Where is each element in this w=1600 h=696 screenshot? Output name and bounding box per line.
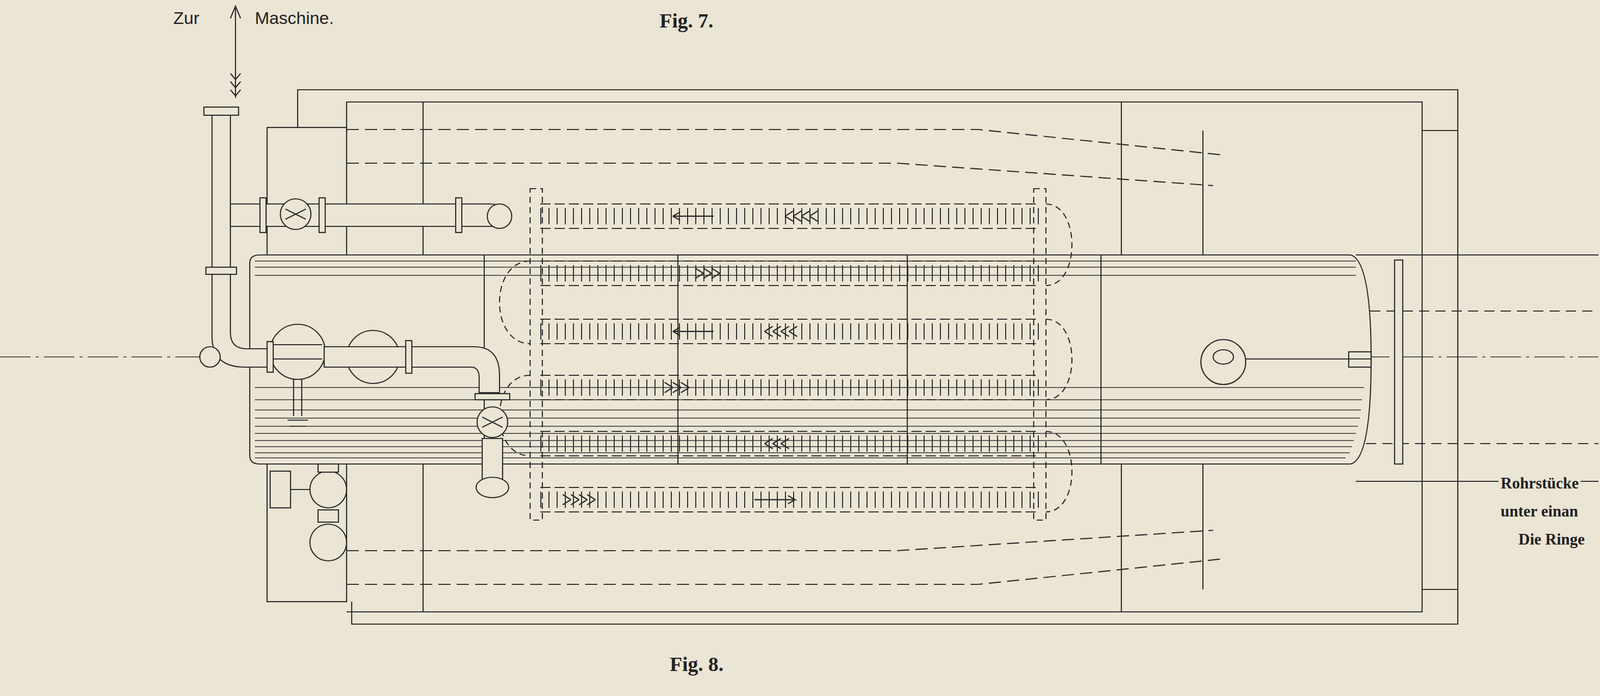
figure-label: Fig. 8.	[667, 652, 726, 676]
tube-headers	[530, 188, 1046, 520]
destination-label: Maschine.	[252, 8, 336, 29]
page-text-fragment: unter einan	[1498, 502, 1581, 521]
page-text-fragment: Die Ringe	[1516, 530, 1587, 549]
page-text-fragment: Rohrstücke	[1498, 474, 1581, 493]
tube-bank	[540, 203, 1040, 512]
inner-frame	[677, 254, 908, 464]
steam-arrow	[230, 6, 241, 98]
piping	[199, 107, 512, 561]
boiler-drum	[249, 254, 1372, 464]
return-bends	[499, 203, 1072, 512]
tube-hatching	[540, 216, 1040, 500]
manhole	[1200, 259, 1403, 464]
figure-label: Fig. 7.	[657, 9, 716, 33]
flow-arrows	[562, 211, 818, 505]
destination-label: Zur	[171, 8, 202, 29]
